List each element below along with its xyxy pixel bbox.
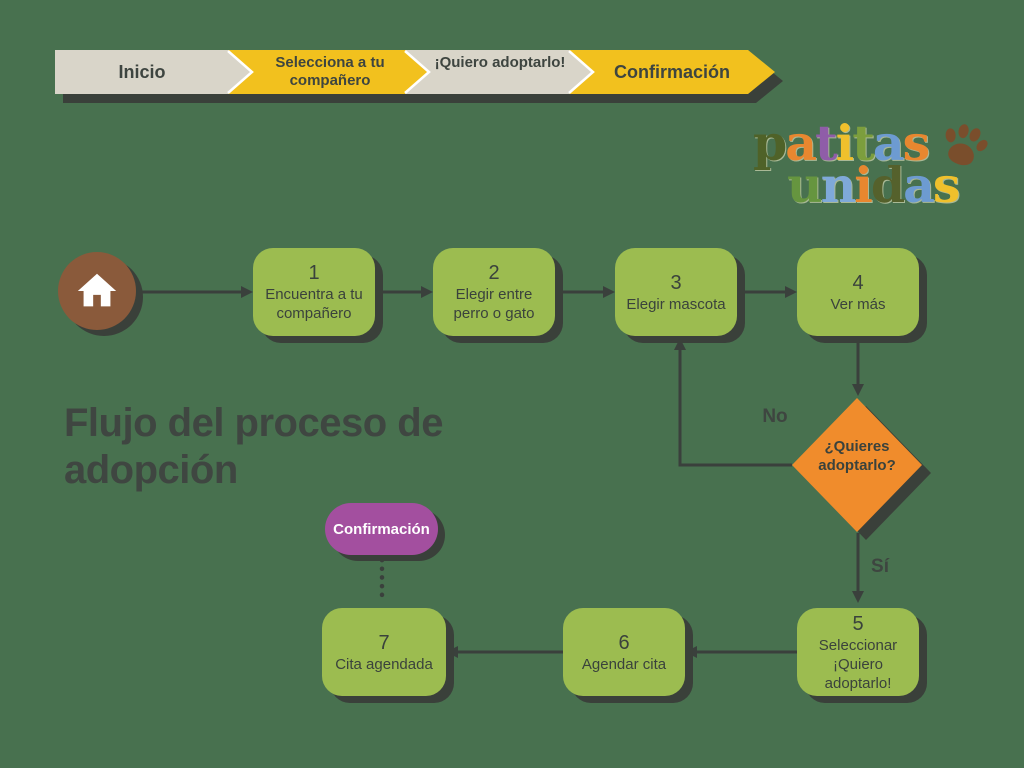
- arrowhead: [852, 384, 864, 396]
- breadcrumb-step-inicio: Inicio: [118, 62, 166, 82]
- logo-word-1: patitas: [753, 114, 930, 172]
- step-label: Elegir mascota: [626, 295, 726, 313]
- step-number: 2: [488, 262, 500, 284]
- flow-step-6: 6 Agendar cita: [563, 608, 685, 696]
- step-label: Encuentra a tu compañero: [265, 286, 363, 322]
- arrowhead: [241, 286, 253, 298]
- step-number: 4: [852, 271, 864, 294]
- page-title: Flujo del proceso de adopción: [64, 401, 443, 493]
- paw-icon: [945, 124, 988, 166]
- breadcrumb-bar: [55, 50, 783, 103]
- arrowhead: [446, 646, 458, 658]
- branch-no-label: No: [762, 406, 788, 427]
- step-label: Agendar cita: [581, 655, 667, 673]
- flow-connectors: [137, 286, 864, 658]
- confirmation-pill-label: Confirmación: [333, 520, 430, 538]
- flow-step-4: 4 Ver más: [797, 248, 919, 336]
- arrowhead: [421, 286, 433, 298]
- step-number: 5: [852, 612, 864, 635]
- arrowhead: [685, 646, 697, 658]
- step-label: Seleccionar ¡Quiero adoptarlo!: [818, 636, 898, 692]
- step-label: Elegir entre perro o gato: [453, 286, 535, 322]
- breadcrumb-segment-selecciona: [227, 50, 429, 94]
- arrowhead: [603, 286, 615, 298]
- step-label: Cita agendada: [335, 655, 433, 673]
- flow-step-7: 7 Cita agendada: [322, 608, 446, 696]
- step-number: 3: [670, 271, 682, 294]
- home-start-node: [58, 252, 136, 330]
- breadcrumb-step-selecciona: Selecciona a tu compañero: [275, 54, 385, 90]
- flow-step-3: 3 Elegir mascota: [615, 248, 737, 336]
- breadcrumb-step-confirmacion: Confirmación: [613, 62, 730, 82]
- step-label: Ver más: [830, 295, 886, 313]
- flow-step-2: 2 Elegir entre perro o gato: [433, 248, 555, 336]
- branch-yes-label: Sí: [871, 556, 889, 577]
- step-number: 1: [308, 262, 320, 284]
- home-icon: [77, 273, 117, 307]
- breadcrumb-segment-confirmacion: [568, 50, 775, 94]
- arrowhead: [852, 591, 864, 603]
- step-number: 7: [378, 631, 390, 654]
- step-number: 6: [618, 631, 630, 654]
- arrowhead: [785, 286, 797, 298]
- connector-decision-no-step3: [678, 350, 792, 467]
- breadcrumb-step-quiero-adoptarlo: ¡Quiero adoptarlo!: [434, 54, 566, 71]
- breadcrumb-segment-quiero-adoptarlo: [404, 50, 593, 94]
- flow-step-5: 5 Seleccionar ¡Quiero adoptarlo!: [797, 608, 919, 696]
- diamond-shape: [792, 398, 922, 532]
- decision-label: ¿Quieres adoptarlo?: [818, 438, 896, 474]
- arrowhead: [674, 338, 686, 350]
- chevron-highlight: [568, 50, 595, 94]
- decision-diamond: [792, 398, 931, 540]
- flow-step-1: 1 Encuentra a tu compañero: [253, 248, 375, 336]
- confirmation-pill: Confirmación: [325, 503, 438, 555]
- chevron-highlight: [404, 50, 431, 94]
- breadcrumb-segment-inicio: [55, 50, 252, 94]
- logo-word-2: unidas: [787, 156, 960, 214]
- chevron-highlight: [227, 50, 254, 94]
